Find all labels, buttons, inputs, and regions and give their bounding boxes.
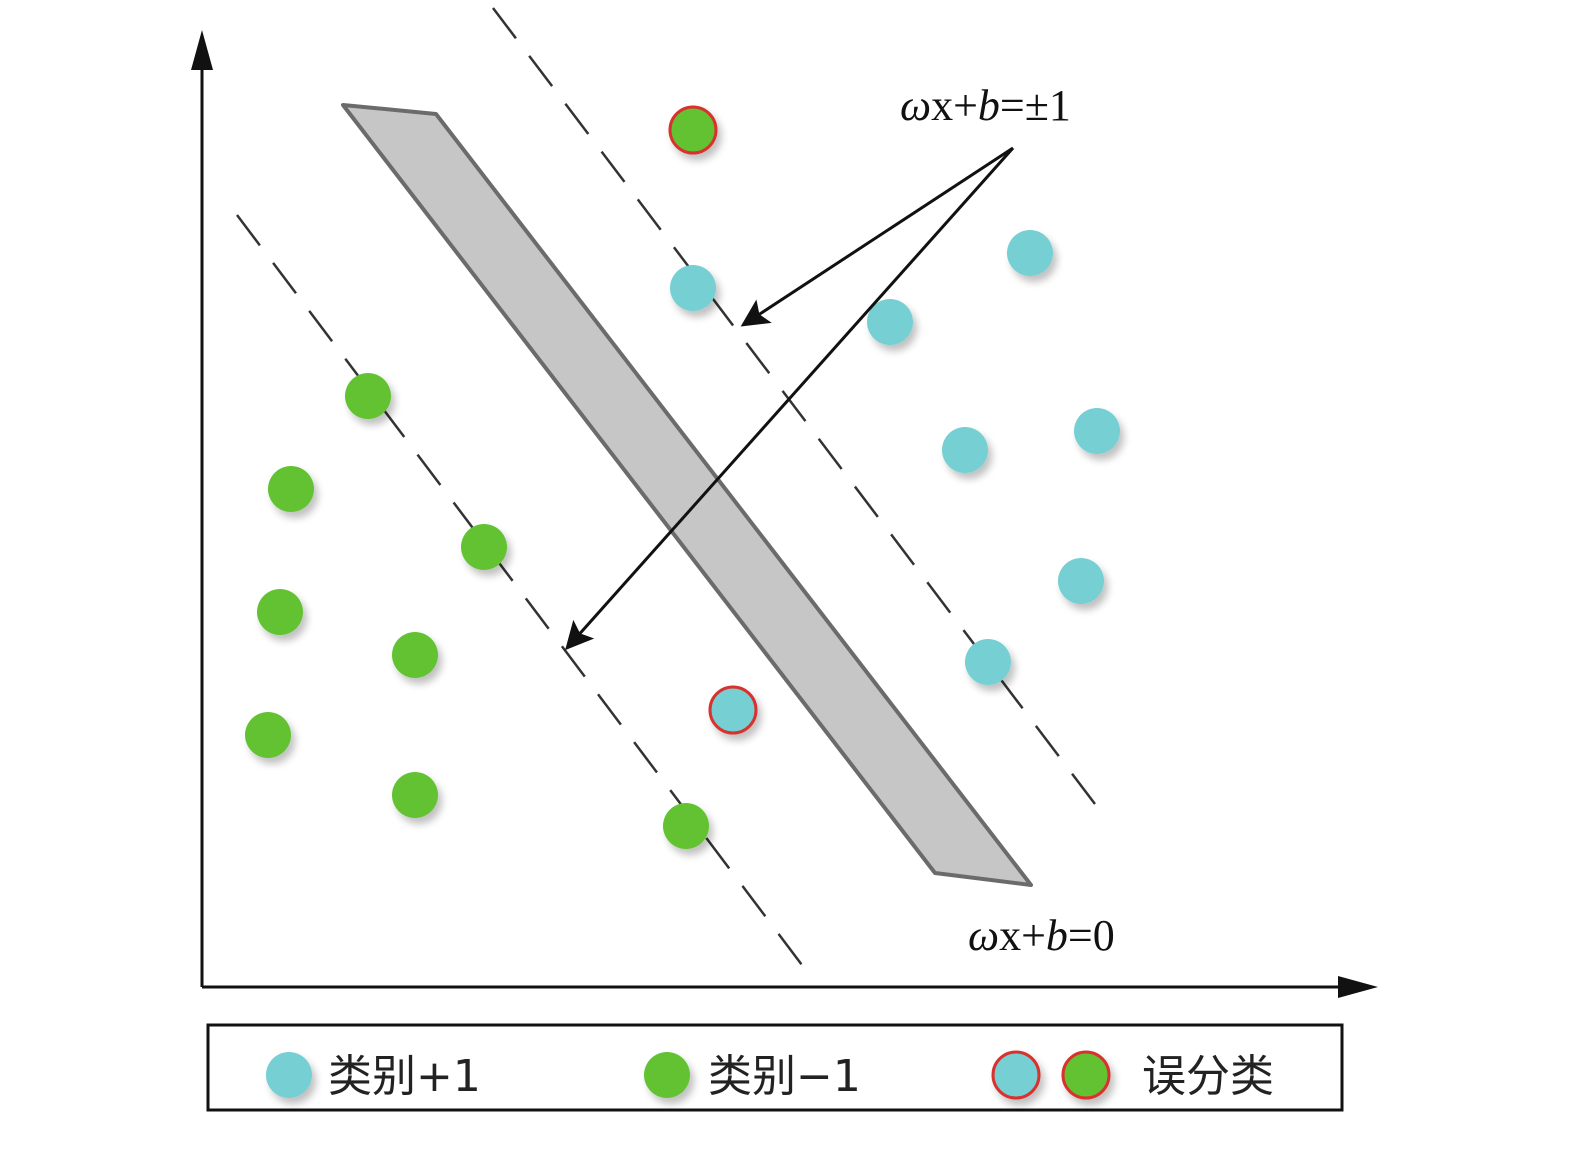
decision-hyperplane-band	[341, 103, 1033, 887]
x-axis-arrow	[1338, 976, 1378, 998]
annotation-arrows	[565, 146, 1015, 651]
positive-class-point	[1058, 558, 1104, 604]
negative-class-point	[345, 373, 391, 419]
arrow-to-positive-margin	[740, 146, 1014, 327]
negative-class-point	[257, 589, 303, 635]
legend-swatch-misclassified-positive	[991, 1050, 1041, 1100]
arrow-to-negative-margin	[565, 147, 1015, 651]
negative-margin-line	[236, 214, 803, 966]
positive-class-point	[942, 427, 988, 473]
legend-label-misclassified: 误分类	[1142, 1051, 1274, 1102]
legend-swatch-misclassified-negative	[1061, 1050, 1111, 1100]
legend-swatch-negative	[644, 1052, 690, 1098]
legend-label-negative: 类别−1	[708, 1051, 861, 1102]
legend-label-positive: 类别+1	[328, 1051, 481, 1102]
negative-class-point	[392, 772, 438, 818]
positive-class-point	[965, 639, 1011, 685]
positive-class-point	[670, 265, 716, 311]
negative-class-point	[245, 712, 291, 758]
negative-class-point	[392, 632, 438, 678]
margin-equation: ωx+b=±1	[900, 81, 1071, 130]
positive-class-point	[1074, 408, 1120, 454]
negative-class-point	[663, 803, 709, 849]
negative-class-point	[268, 466, 314, 512]
negative-class-point	[461, 524, 507, 570]
positive-margin-line	[492, 7, 1099, 809]
legend-swatch-positive	[266, 1052, 312, 1098]
y-axis-arrow	[191, 30, 213, 70]
axes	[191, 30, 1378, 998]
positive-class-point	[1007, 230, 1053, 276]
legend: 类别+1 类别−1 误分类	[206, 1023, 1344, 1112]
positive-class-point	[867, 299, 913, 345]
data-points	[245, 105, 1120, 849]
misclassified-point	[708, 685, 758, 735]
legend-box	[206, 1023, 1344, 1112]
misclassified-point	[668, 105, 718, 155]
hyperplane-equation: ωx+b=0	[968, 911, 1115, 960]
